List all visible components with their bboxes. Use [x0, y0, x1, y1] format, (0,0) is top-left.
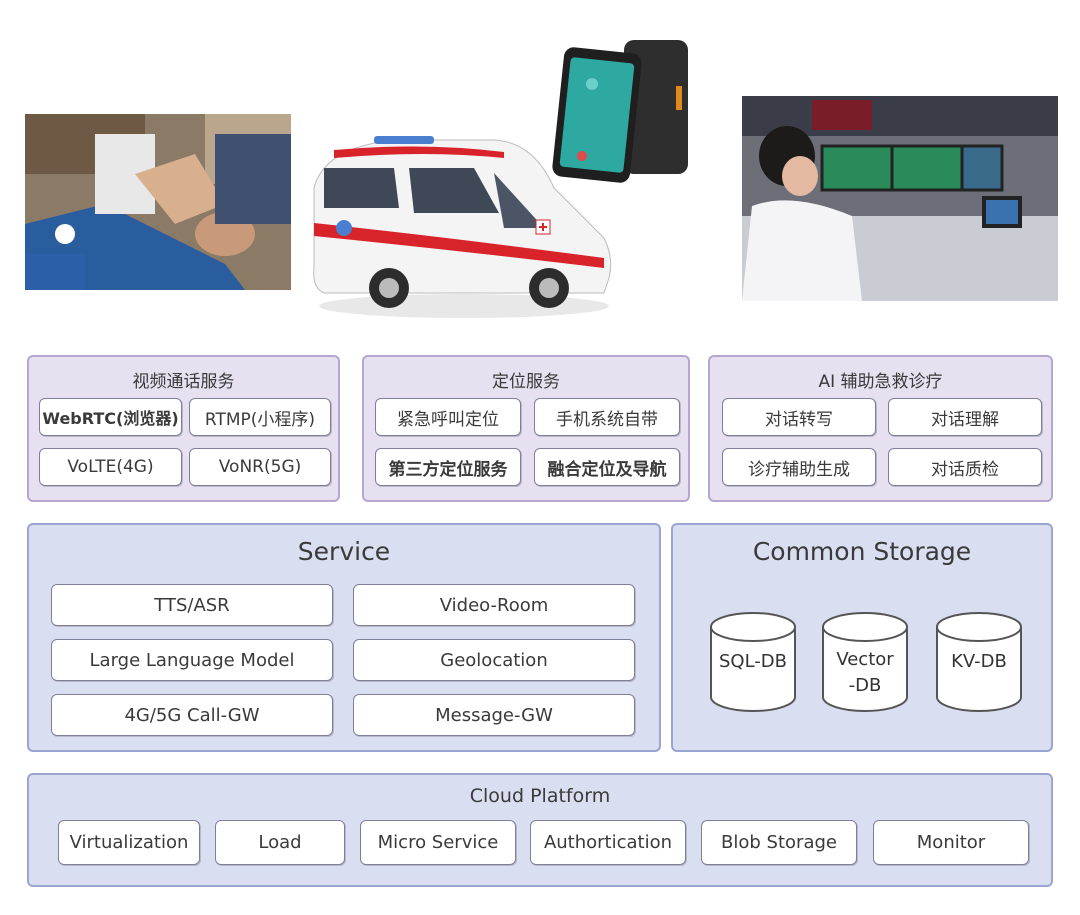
cloud-platform-title: Cloud Platform [469, 785, 611, 807]
sql-db-label: SQL-DB [718, 651, 787, 672]
dispatch-center-photo [742, 96, 1058, 301]
vector-db-label: Vector-DB [836, 649, 894, 696]
webrtc-box: WebRTC(浏览器) [39, 398, 182, 436]
common-storage-title: Common Storage [752, 537, 972, 566]
location-service-panel: 定位服务 紧急呼叫定位 手机系统自带 第三方定位服务 融合定位及导航 [362, 355, 690, 502]
vector-db-cylinder: Vector-DB [821, 611, 909, 713]
cpr-photo [25, 114, 291, 290]
third-party-location-box: 第三方定位服务 [375, 448, 521, 486]
video-room-box: Video-Room [353, 584, 635, 626]
blob-storage-box: Blob Storage [701, 820, 857, 865]
rtmp-box: RTMP(小程序) [189, 398, 331, 436]
llm-box: Large Language Model [51, 639, 333, 681]
video-call-panel: 视频通话服务 WebRTC(浏览器) RTMP(小程序) VoLTE(4G) V… [27, 355, 340, 502]
authortication-box: Authortication [530, 820, 686, 865]
vonr-box: VoNR(5G) [189, 448, 331, 486]
location-service-title: 定位服务 [492, 372, 560, 392]
volte-box: VoLTE(4G) [39, 448, 182, 486]
load-box: Load [215, 820, 345, 865]
kv-db-cylinder: KV-DB [935, 611, 1023, 713]
database-icon [822, 612, 908, 712]
cloud-platform-panel: Cloud Platform Virtualization Load Micro… [27, 773, 1053, 887]
service-title: Service [297, 537, 391, 566]
quality-check-box: 对话质检 [888, 448, 1042, 486]
kv-db-label: KV-DB [951, 651, 1007, 672]
fusion-navigation-box: 融合定位及导航 [534, 448, 680, 486]
understanding-box: 对话理解 [888, 398, 1042, 436]
ambulance-photo [304, 128, 616, 324]
database-icon [936, 612, 1022, 712]
diagnosis-generation-box: 诊疗辅助生成 [722, 448, 876, 486]
common-storage-panel: Common Storage SQL-DB Vector-DB KV-DB [671, 523, 1053, 752]
call-gw-box: 4G/5G Call-GW [51, 694, 333, 736]
sql-db-cylinder: SQL-DB [709, 611, 797, 713]
service-panel: Service TTS/ASR Video-Room Large Languag… [27, 523, 661, 752]
phone-photo [552, 36, 694, 184]
emergency-location-box: 紧急呼叫定位 [375, 398, 521, 436]
ai-assist-panel: AI 辅助急救诊疗 对话转写 对话理解 诊疗辅助生成 对话质检 [708, 355, 1053, 502]
database-icon [710, 612, 796, 712]
ai-assist-title: AI 辅助急救诊疗 [818, 372, 943, 392]
transcription-box: 对话转写 [722, 398, 876, 436]
phone-system-box: 手机系统自带 [534, 398, 680, 436]
video-call-title: 视频通话服务 [132, 372, 235, 392]
micro-service-box: Micro Service [360, 820, 516, 865]
tts-asr-box: TTS/ASR [51, 584, 333, 626]
geolocation-box: Geolocation [353, 639, 635, 681]
monitor-box: Monitor [873, 820, 1029, 865]
virtualization-box: Virtualization [58, 820, 200, 865]
message-gw-box: Message-GW [353, 694, 635, 736]
